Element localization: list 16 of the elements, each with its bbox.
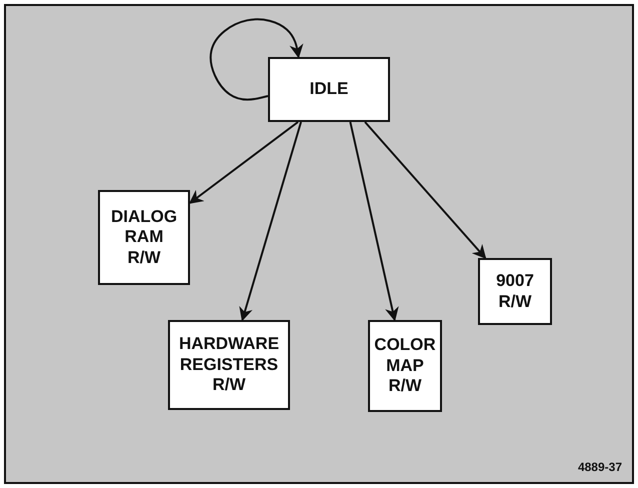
state-box (98, 190, 190, 285)
state-box (478, 258, 552, 325)
state-label: COLOR MAP R/W (373, 335, 437, 397)
state-label: DIALOG RAM R/W (110, 206, 178, 268)
state-label: 9007 R/W (495, 271, 535, 312)
state-box (368, 320, 442, 412)
arrow (188, 121, 299, 204)
state-label: HARDWARE REGISTERS R/W (178, 334, 280, 396)
arrow (349, 122, 399, 322)
figure-number: 4889-37 (578, 460, 622, 474)
arrow (364, 121, 486, 260)
state-box (168, 320, 290, 410)
state-label: IDLE (310, 79, 348, 100)
arrow (239, 122, 302, 322)
state-box (268, 57, 390, 122)
arrow (210, 18, 304, 101)
